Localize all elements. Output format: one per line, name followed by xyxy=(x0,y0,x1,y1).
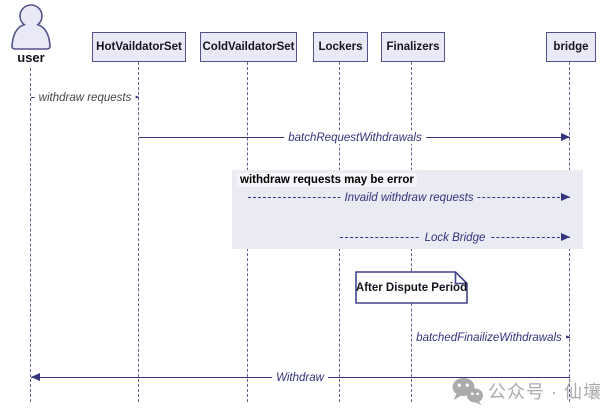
message-label-withdraw: Withdraw xyxy=(272,372,328,384)
person-icon xyxy=(11,4,51,50)
watermark-text: 公众号 · 仙壤 xyxy=(488,382,600,402)
message-label-invaild-withdraw-requests: Invaild withdraw requests xyxy=(340,192,478,204)
participant-label: Lockers xyxy=(318,41,363,53)
arrowhead-right-icon xyxy=(561,133,570,141)
participant-coldvaildatorset: ColdVaildatorSet xyxy=(200,32,297,62)
note-after-dispute-period: After Dispute Period xyxy=(355,271,468,304)
participant-label: Finalizers xyxy=(386,41,440,53)
participant-label: HotVaildatorSet xyxy=(96,41,182,53)
lifeline-user xyxy=(30,68,31,402)
lifeline-hotvaildatorset xyxy=(138,62,139,402)
arrowhead-right-icon xyxy=(561,193,570,201)
arrowhead-left-icon xyxy=(31,373,40,381)
participant-finalizers: Finalizers xyxy=(381,32,445,62)
participant-label: bridge xyxy=(553,41,589,53)
message-label-withdraw-requests: withdraw requests xyxy=(34,92,136,104)
message-label-batchedfinailizewithdrawals: batchedFinailizeWithdrawals xyxy=(412,332,566,344)
actor-label-user: user xyxy=(17,50,45,65)
participant-lockers: Lockers xyxy=(313,32,368,62)
participant-label: ColdVaildatorSet xyxy=(202,41,295,53)
fragment-rect: withdraw requests may be error xyxy=(232,170,583,249)
message-label-batchrequestwithdrawals: batchRequestWithdrawals xyxy=(284,132,426,144)
note-shape xyxy=(355,271,468,304)
participant-hotvaildatorset: HotVaildatorSet xyxy=(92,32,186,62)
note-label: After Dispute Period xyxy=(355,281,468,294)
wechat-icon xyxy=(452,378,483,405)
message-label-lock-bridge: Lock Bridge xyxy=(420,232,490,244)
fragment-label: withdraw requests may be error xyxy=(237,173,417,187)
participant-bridge: bridge xyxy=(546,32,596,62)
arrowhead-right-icon xyxy=(561,233,570,241)
